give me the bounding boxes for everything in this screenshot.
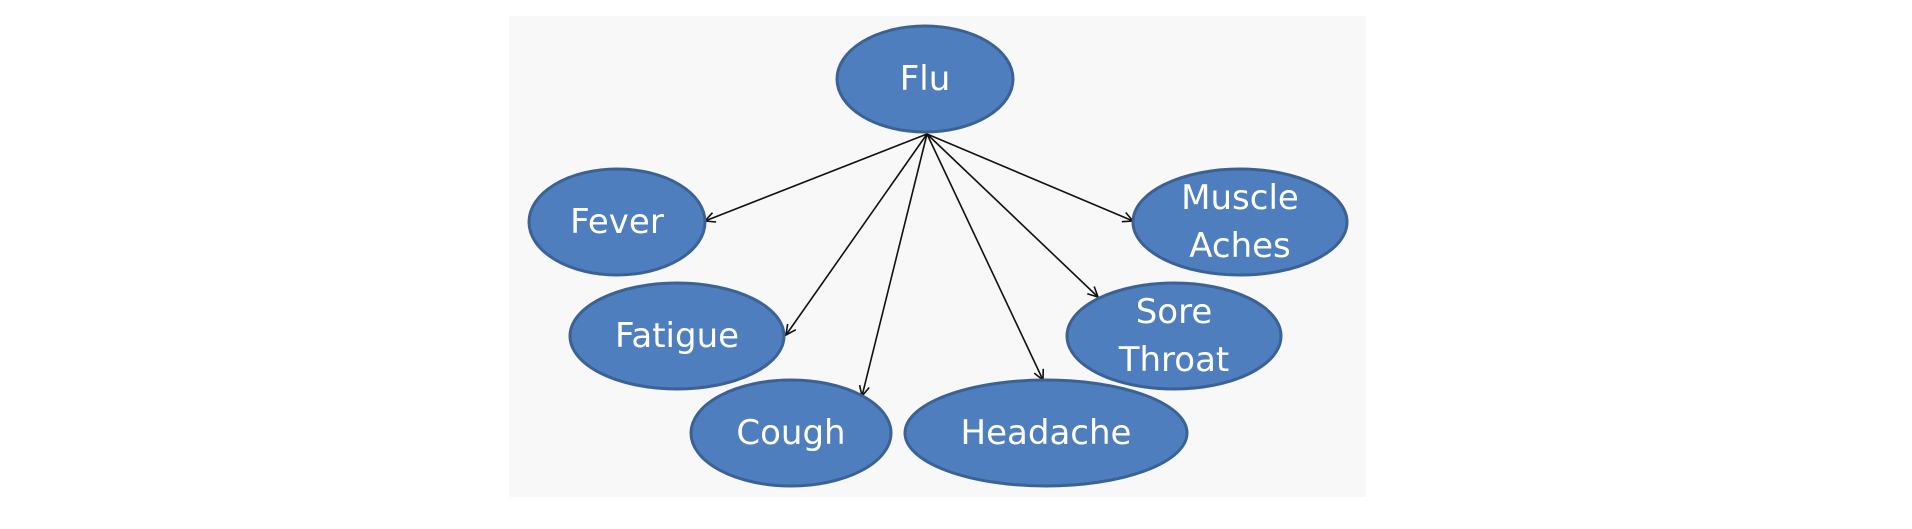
node-muscle-aches-label: Muscle	[1181, 178, 1299, 218]
node-cough-label: Cough	[736, 413, 845, 453]
node-headache: Headache	[903, 378, 1189, 488]
node-flu: Flu	[835, 24, 1015, 134]
node-fatigue-label: Fatigue	[615, 316, 739, 356]
edge-flu-to-sore-throat	[926, 133, 1098, 297]
node-headache-label: Headache	[961, 413, 1132, 453]
node-cough-shape	[689, 378, 893, 488]
node-fever: Fever	[527, 167, 707, 277]
node-fever-shape	[527, 167, 707, 277]
edge-flu-to-fever	[705, 133, 928, 221]
node-fatigue-shape	[568, 281, 786, 391]
node-fever-label: Fever	[570, 202, 664, 242]
node-cough: Cough	[689, 378, 893, 488]
node-sore-throat-label: Throat	[1118, 340, 1230, 380]
edge-flu-to-cough	[862, 133, 928, 396]
node-fatigue: Fatigue	[568, 281, 786, 391]
node-sore-throat-shape	[1065, 281, 1283, 391]
node-flu-label: Flu	[900, 59, 951, 99]
edge-flu-to-fatigue	[786, 133, 928, 335]
edge-flu-to-muscle-aches	[926, 133, 1133, 221]
node-sore-throat-label: Sore	[1136, 292, 1213, 332]
node-headache-shape	[903, 378, 1189, 488]
node-muscle-aches-label: Aches	[1189, 226, 1291, 266]
edges-layer	[705, 133, 1133, 396]
edge-flu-to-headache	[926, 133, 1043, 380]
node-flu-shape	[835, 24, 1015, 134]
node-muscle-aches-shape	[1131, 167, 1349, 277]
